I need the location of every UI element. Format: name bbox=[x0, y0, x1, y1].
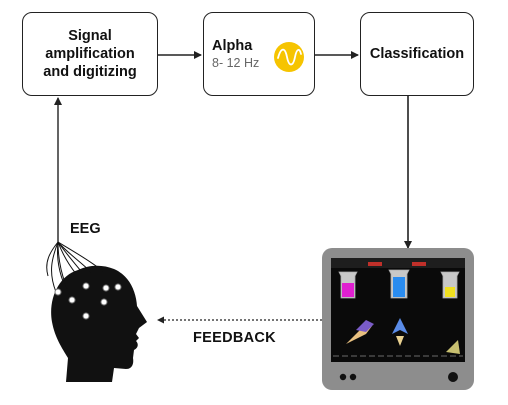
classification-box: Classification bbox=[360, 12, 474, 96]
tube-yellow bbox=[440, 271, 460, 299]
monitor-button-left bbox=[339, 373, 347, 381]
electrode bbox=[82, 312, 90, 320]
alpha-text-group: Alpha 8- 12 Hz bbox=[212, 37, 259, 71]
feedback-label: FEEDBACK bbox=[193, 330, 276, 346]
electrode bbox=[114, 283, 122, 291]
sine-wave-icon bbox=[274, 42, 304, 72]
electrode bbox=[82, 282, 90, 290]
electrode bbox=[102, 284, 110, 292]
monitor-power-button bbox=[448, 372, 458, 382]
classification-title: Classification bbox=[369, 46, 465, 62]
monitor-game-icon bbox=[322, 248, 474, 390]
monitor-button-left-2 bbox=[349, 373, 357, 381]
alpha-frequency-band: 8- 12 Hz bbox=[212, 56, 260, 70]
electrode bbox=[54, 288, 62, 296]
signal-line-2: amplification bbox=[45, 46, 135, 62]
tube-magenta bbox=[338, 271, 358, 299]
signal-amplification-box: Signal amplification and digitizing bbox=[22, 12, 158, 96]
signal-line-3: and digitizing bbox=[43, 64, 137, 80]
head-silhouette-icon bbox=[46, 241, 147, 382]
ship-center bbox=[392, 318, 408, 346]
electrode bbox=[68, 296, 76, 304]
tube-blue bbox=[388, 269, 410, 299]
signal-line-1: Signal bbox=[68, 28, 112, 44]
signal-box-title: Signal amplification and digitizing bbox=[43, 27, 136, 81]
alpha-title: Alpha bbox=[212, 38, 253, 54]
alpha-filter-box: Alpha 8- 12 Hz bbox=[203, 12, 315, 96]
ship-right bbox=[446, 340, 460, 354]
ship-left bbox=[346, 320, 374, 344]
eeg-label: EEG bbox=[70, 221, 101, 237]
electrode bbox=[100, 298, 108, 306]
